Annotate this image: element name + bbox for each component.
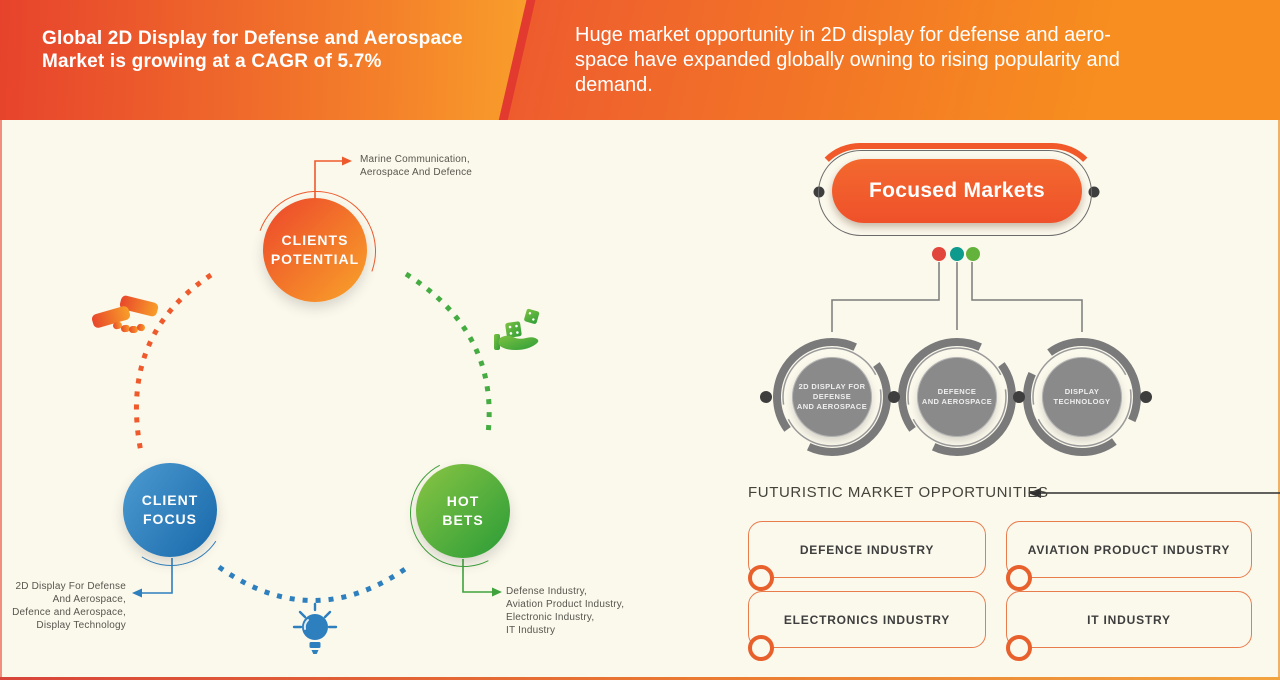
header-banner: Global 2D Display for Defense and Aerosp…: [0, 0, 1280, 120]
hot-bets-note: Defense Industry, Aviation Product Indus…: [506, 586, 625, 636]
box-corner-ring: [1006, 565, 1032, 591]
box-corner-ring: [1006, 635, 1032, 661]
clients-potential-label: CLIENTS: [281, 232, 349, 248]
client-focus-label: CLIENT: [141, 492, 199, 508]
banner-title-line1: Global 2D Display for Defense and Aerosp…: [42, 28, 463, 49]
bottom-accent-strip: [0, 677, 1280, 680]
clients-potential-note: Marine Communication, Aerospace And Defe…: [360, 154, 473, 178]
opportunities-heading: FUTURISTIC MARKET OPPORTUNITIES: [748, 484, 1049, 501]
opportunity-box-defence-industry: DEFENCE INDUSTRY: [748, 521, 986, 578]
client-focus-note: 2D Display For Defense And Aerospace, De…: [12, 581, 126, 631]
clients-potential-circle: CLIENTS POTENTIAL: [263, 198, 367, 302]
opportunity-box-aviation-product-industry: AVIATION PRODUCT INDUSTRY: [1006, 521, 1252, 578]
client-focus-label: FOCUS: [143, 511, 197, 527]
client-focus-circle: CLIENT FOCUS: [123, 463, 217, 557]
market-node-display-technology: DISPLAY TECHNOLOGY: [1042, 357, 1122, 437]
focused-markets-pill: Focused Markets: [832, 159, 1082, 223]
banner-subtitle-line1: Huge market opportunity in 2D display fo…: [575, 24, 1111, 46]
banner-title: Global 2D Display for Defense and Aerosp…: [42, 27, 463, 73]
banner-subtitle-line2: space have expanded globally owning to r…: [575, 49, 1120, 71]
clients-potential-label: POTENTIAL: [270, 251, 360, 267]
handshake-icon: [91, 295, 159, 333]
opportunity-box-it-industry: IT INDUSTRY: [1006, 591, 1252, 648]
focused-markets-title: Focused Markets: [868, 179, 1046, 202]
hot-bets-label: HOT: [446, 493, 480, 509]
box-corner-ring: [748, 565, 774, 591]
hot-bets-label: BETS: [442, 512, 484, 528]
opportunity-box-electronics-industry: ELECTRONICS INDUSTRY: [748, 591, 986, 648]
hot-bets-circle: HOT BETS: [416, 464, 510, 558]
banner-title-line2: Market is growing at a CAGR of 5.7%: [42, 51, 382, 72]
box-corner-ring: [748, 635, 774, 661]
focused-markets-arc: [810, 143, 1102, 243]
banner-subtitle: Huge market opportunity in 2D display fo…: [575, 23, 1120, 98]
banner-subtitle-line3: demand.: [575, 74, 653, 96]
dice-hand-icon: [494, 308, 540, 350]
lightbulb-icon: [292, 602, 338, 654]
market-node-2d-display: 2D DISPLAY FOR DEFENSE AND AEROSPACE: [792, 357, 872, 437]
focused-markets-outline: [818, 150, 1092, 236]
market-node-defence-aerospace: DEFENCE AND AEROSPACE: [917, 357, 997, 437]
